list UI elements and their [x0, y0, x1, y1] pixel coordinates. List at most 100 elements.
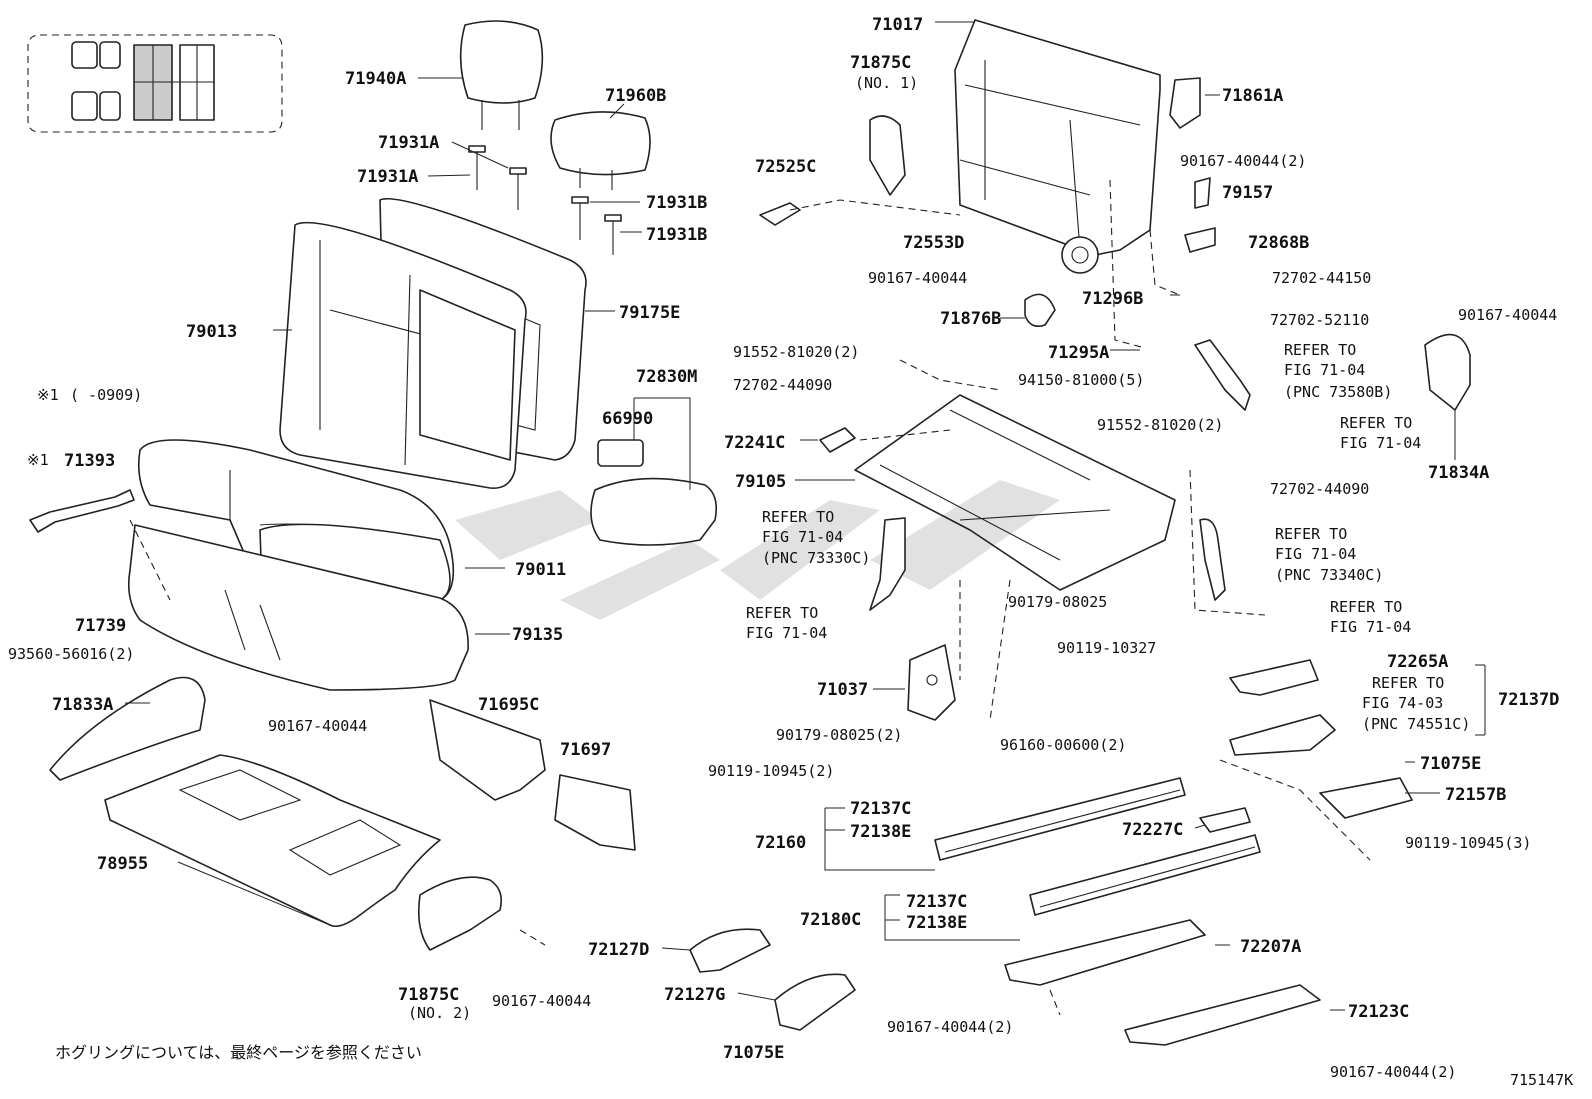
- label-71875C-bottom: 71875C: [398, 985, 459, 1005]
- seatback-frame-71017: [954, 19, 1161, 274]
- cover-71876B: [1024, 293, 1056, 328]
- label-79157: 79157: [1222, 183, 1273, 203]
- label-applicability-range: ( -0909): [70, 386, 142, 404]
- label-71834A: 71834A: [1428, 463, 1489, 483]
- ref-73340C: REFER TO FIG 71-04 (PNC 73340C): [1275, 525, 1383, 584]
- trim-cover-71833A: [49, 676, 206, 781]
- cover-72127D: [689, 928, 771, 973]
- diagram-code: 715147K: [1510, 1071, 1573, 1089]
- ref-74551C: REFER TO FIG 74-03 (PNC 74551C): [1362, 674, 1470, 733]
- label-71940A: 71940A: [345, 69, 406, 89]
- label-71833A: 71833A: [52, 695, 113, 715]
- label-72207A: 72207A: [1240, 937, 1301, 957]
- svg-text:REFER TO: REFER TO: [746, 604, 818, 622]
- label-90167-40044-b: 90167-40044: [1458, 306, 1557, 324]
- seat-cushion-frame-79135: [127, 524, 469, 691]
- label-90119-10327: 90119-10327: [1057, 639, 1156, 657]
- ref-73580B: REFER TO FIG 71-04 (PNC 73580B): [1284, 341, 1392, 401]
- svg-text:REFER TO: REFER TO: [1284, 341, 1356, 359]
- svg-text:(PNC 73580B): (PNC 73580B): [1284, 383, 1392, 401]
- bracket-71695C: [429, 699, 546, 801]
- vehicle-locator-inset: [27, 34, 283, 133]
- belt-73340C: [1199, 518, 1226, 601]
- label-72138E-2: 72138E: [906, 913, 967, 933]
- svg-text:(PNC 74551C): (PNC 74551C): [1362, 715, 1470, 733]
- label-94150-81000-5: 94150-81000(5): [1018, 371, 1144, 389]
- label-71037: 71037: [817, 680, 868, 700]
- label-applicability-mark: ※1: [37, 386, 59, 404]
- label-72180C: 72180C: [800, 910, 861, 930]
- seat-frame-79105: [854, 394, 1176, 591]
- rail-72180C: [1029, 834, 1261, 916]
- svg-text:FIG 71-04: FIG 71-04: [1330, 618, 1411, 636]
- label-91552-81020-2-b: 91552-81020(2): [1097, 416, 1223, 434]
- label-72702-44150: 72702-44150: [1272, 269, 1371, 287]
- ref-7104-a: REFER TO FIG 71-04: [1340, 414, 1421, 452]
- label-90179-08025: 90179-08025: [1008, 593, 1107, 611]
- label-71875C-top-no: (NO. 1): [855, 74, 918, 92]
- label-71739: 71739: [75, 616, 126, 636]
- svg-text:REFER TO: REFER TO: [762, 508, 834, 526]
- label-90167-40044-2-b: 90167-40044(2): [887, 1018, 1013, 1036]
- part-labels: 71017 71875C (NO. 1) 71861A 71940A 71960…: [8, 15, 1559, 1081]
- watermark-logo: [455, 480, 1060, 620]
- pin-79157: [1194, 177, 1211, 209]
- label-78955: 78955: [97, 854, 148, 874]
- label-72702-44090-a: 72702-44090: [733, 376, 832, 394]
- label-93560-56016-2: 93560-56016(2): [8, 645, 134, 663]
- svg-text:FIG 71-04: FIG 71-04: [762, 528, 843, 546]
- label-72525C: 72525C: [755, 157, 816, 177]
- label-71875C-top: 71875C: [850, 53, 911, 73]
- cover-71875C-top: [869, 115, 906, 196]
- svg-text:REFER TO: REFER TO: [1340, 414, 1412, 432]
- label-71296B: 71296B: [1082, 289, 1143, 309]
- label-90167-40044-2-top: 90167-40044(2): [1180, 152, 1306, 170]
- assembly-dashed-lines: [129, 179, 1371, 1016]
- label-72868B: 72868B: [1248, 233, 1309, 253]
- svg-text:FIG 71-04: FIG 71-04: [1275, 545, 1356, 563]
- label-66990: 66990: [602, 409, 653, 429]
- label-90167-40044-a: 90167-40044: [868, 269, 967, 287]
- label-79135: 79135: [512, 625, 563, 645]
- label-71393: 71393: [64, 451, 115, 471]
- cover-72123C: [1124, 984, 1321, 1046]
- label-90167-40044-c: 90167-40044: [268, 717, 367, 735]
- ref-7104-b: REFER TO FIG 71-04: [746, 604, 827, 642]
- cover-72137D: [1229, 714, 1336, 756]
- svg-text:REFER TO: REFER TO: [1275, 525, 1347, 543]
- svg-text:REFER TO: REFER TO: [1372, 674, 1444, 692]
- label-72123C: 72123C: [1348, 1002, 1409, 1022]
- label-72227C: 72227C: [1122, 820, 1183, 840]
- label-72127D: 72127D: [588, 940, 649, 960]
- seat-belt-71393: [29, 489, 135, 533]
- label-72830M: 72830M: [636, 367, 697, 387]
- label-72137C-2: 72137C: [906, 892, 967, 912]
- label-71931B-1: 71931B: [646, 193, 707, 213]
- reference-notes: REFER TO FIG 71-04 (PNC 73580B) REFER TO…: [746, 341, 1470, 733]
- label-79011: 79011: [515, 560, 566, 580]
- label-72160: 72160: [755, 833, 806, 853]
- cover-72127G: [774, 973, 856, 1031]
- cover-72207A: [1004, 919, 1206, 986]
- svg-text:FIG 71-04: FIG 71-04: [1284, 361, 1365, 379]
- bracket-71037: [907, 644, 956, 721]
- label-91552-81020-2-a: 91552-81020(2): [733, 343, 859, 361]
- lever-72241C: [819, 427, 856, 453]
- belt-73330C: [869, 517, 906, 611]
- svg-text:FIG 71-04: FIG 71-04: [746, 624, 827, 642]
- headrest-71960B: [550, 111, 651, 190]
- cover-72157B: [1319, 777, 1413, 819]
- armrest-72830M: [590, 439, 718, 546]
- label-71075E-r: 71075E: [1420, 754, 1481, 774]
- cover-71834A: [1424, 333, 1471, 411]
- label-71861A: 71861A: [1222, 86, 1283, 106]
- label-90119-10945-2: 90119-10945(2): [708, 762, 834, 780]
- label-71695C: 71695C: [478, 695, 539, 715]
- belt-73580B: [1194, 339, 1251, 411]
- svg-text:FIG 74-03: FIG 74-03: [1362, 694, 1443, 712]
- label-79175E: 79175E: [619, 303, 680, 323]
- cover-72265A: [1229, 659, 1319, 696]
- label-71931A-1: 71931A: [378, 133, 439, 153]
- label-71295A: 71295A: [1048, 343, 1109, 363]
